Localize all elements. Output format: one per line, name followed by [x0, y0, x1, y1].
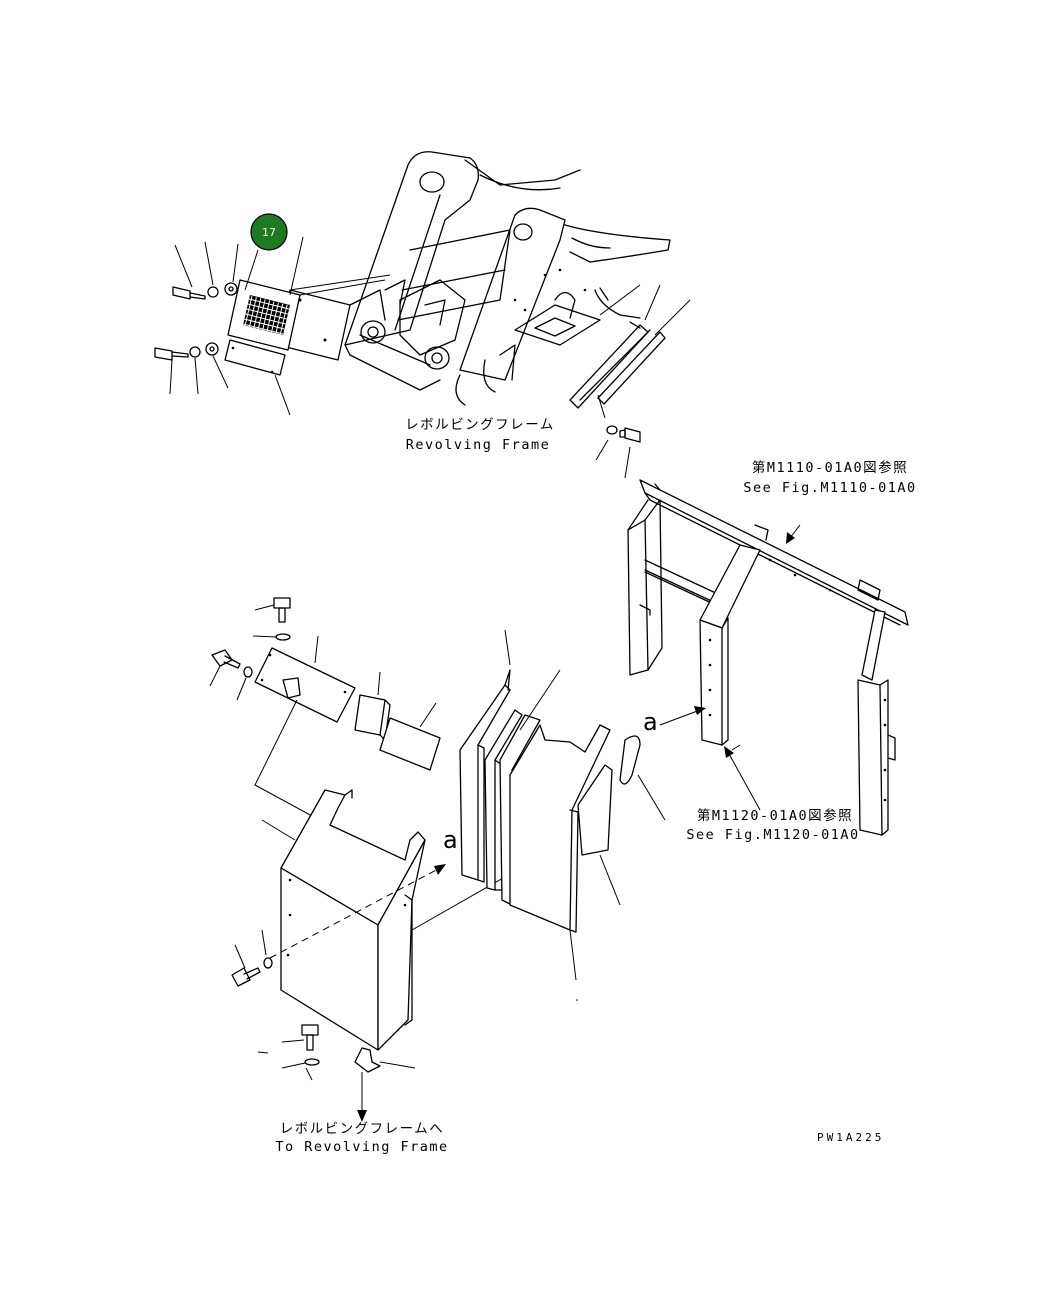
ref-m1110-label-jp: 第M1110-01A0図参照: [752, 459, 908, 476]
mesh-line: [248, 296, 257, 328]
revolving-frame-label-jp: レボルビングフレーム: [405, 417, 555, 433]
mesh-line: [244, 318, 285, 330]
ref-m1120-label-jp: 第M1120-01A0図参照: [697, 807, 853, 824]
mesh-line: [245, 313, 286, 325]
mesh-line: [248, 298, 290, 310]
mesh-line: [257, 299, 266, 330]
mesh-grille: [242, 295, 290, 335]
large-box-cover: [231, 789, 541, 1051]
drawing-code: PW1A225: [817, 1131, 884, 1144]
mesh-line: [262, 300, 271, 331]
revolving-frame-label-en: Revolving Frame: [406, 437, 550, 453]
ref-m1120-label-en: See Fig.M1120-01A0: [686, 827, 859, 843]
bottom-bracket-group: [257, 1024, 416, 1122]
callout-17-badge[interactable]: 17: [250, 213, 288, 251]
mesh-line: [246, 308, 287, 320]
ref-m1110-label-en: See Fig.M1110-01A0: [743, 480, 916, 496]
mesh-line: [244, 295, 253, 327]
to-frame-label-en: To Revolving Frame: [275, 1139, 448, 1155]
mesh-line: [253, 298, 262, 329]
mesh-line: [242, 323, 284, 335]
mesh-line: [279, 304, 288, 335]
mesh-line: [270, 302, 279, 333]
small-cover-group: [209, 597, 441, 866]
mesh-line: [247, 303, 288, 315]
seal-strips-group: [459, 629, 666, 1001]
cab-frame-assembly: [627, 479, 909, 836]
marker-a-right: a: [643, 708, 658, 736]
marker-a-left: a: [443, 826, 458, 854]
revolving-frame-assembly: [344, 151, 691, 479]
mesh-line: [266, 301, 275, 332]
mesh-line: [275, 303, 284, 334]
to-frame-label-jp: レボルビングフレームへ: [280, 1121, 445, 1137]
callout-17-number: 17: [262, 226, 276, 239]
